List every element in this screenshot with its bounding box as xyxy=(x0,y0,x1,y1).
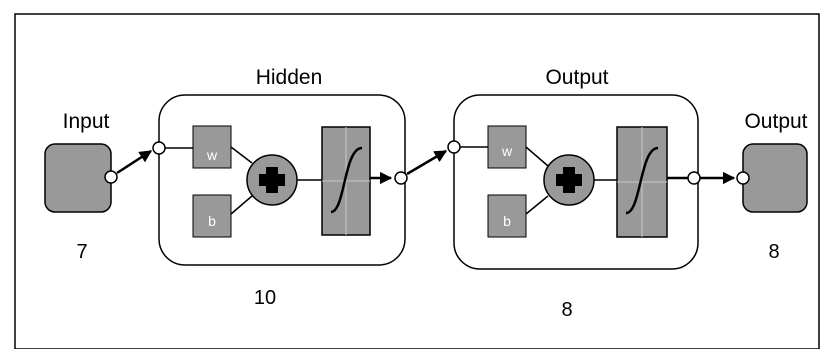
input-label: Input xyxy=(63,110,110,133)
output-layer-label: Output xyxy=(545,66,608,89)
output-layer-size: 8 xyxy=(561,299,572,321)
hidden-bias-block xyxy=(192,194,232,238)
output-bias-to-sum xyxy=(525,195,549,215)
input-size: 7 xyxy=(76,241,87,263)
input-block xyxy=(44,143,112,213)
hidden-weight-block xyxy=(192,125,232,169)
output-layer: Output w b 8 xyxy=(447,66,701,321)
output-label: Output xyxy=(744,110,807,133)
output-layer-input-port xyxy=(447,140,461,154)
output-node: Output 8 xyxy=(736,110,808,263)
output-size: 8 xyxy=(768,241,779,263)
hidden-layer: Hidden w b 10 xyxy=(152,66,408,309)
connector-hidden-output xyxy=(406,149,448,176)
output-weight-block xyxy=(487,125,527,169)
plus-icon xyxy=(556,167,582,193)
output-block xyxy=(742,143,808,213)
output-port xyxy=(736,171,750,185)
hidden-input-port xyxy=(152,141,166,155)
sigmoid-icon xyxy=(330,146,363,214)
hidden-bias-to-sum xyxy=(230,195,253,215)
hidden-label: Hidden xyxy=(256,66,323,89)
output-layer-output-port xyxy=(687,171,701,185)
hidden-weight-to-sum xyxy=(230,146,253,164)
output-weight-to-sum xyxy=(525,146,549,167)
connector-input-hidden xyxy=(116,149,153,175)
hidden-bias-label: b xyxy=(208,213,216,229)
plus-icon xyxy=(259,167,285,193)
hidden-size: 10 xyxy=(254,287,276,309)
hidden-weight-label: w xyxy=(206,147,218,163)
output-bias-label: b xyxy=(503,213,511,229)
input-port xyxy=(104,170,118,184)
sigmoid-icon xyxy=(625,146,659,215)
hidden-output-port xyxy=(394,171,408,185)
output-weight-label: w xyxy=(501,143,513,159)
input-node: Input 7 xyxy=(44,110,118,263)
outer-frame xyxy=(14,13,820,349)
output-bias-block xyxy=(487,194,527,238)
